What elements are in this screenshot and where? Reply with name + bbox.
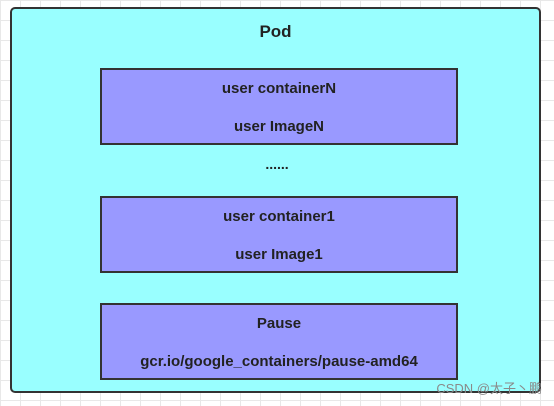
user-container-1-label: user container1 bbox=[223, 208, 335, 225]
pod-title: Pod bbox=[259, 22, 292, 41]
user-container-n-label: user containerN bbox=[221, 80, 337, 97]
ellipsis: ...... bbox=[265, 156, 289, 172]
user-container-n-box: user containerN user ImageN bbox=[100, 68, 458, 145]
watermark: CSDN @太子丶鹏 bbox=[436, 381, 542, 396]
user-image-n-label: user ImageN bbox=[233, 118, 325, 135]
pause-label: Pause bbox=[256, 315, 302, 332]
pause-image-label: gcr.io/google_containers/pause-amd64 bbox=[140, 353, 418, 370]
user-image-1-label: user Image1 bbox=[235, 246, 323, 263]
user-container-1-box: user container1 user Image1 bbox=[100, 196, 458, 273]
pause-container-box: Pause gcr.io/google_containers/pause-amd… bbox=[100, 303, 458, 380]
